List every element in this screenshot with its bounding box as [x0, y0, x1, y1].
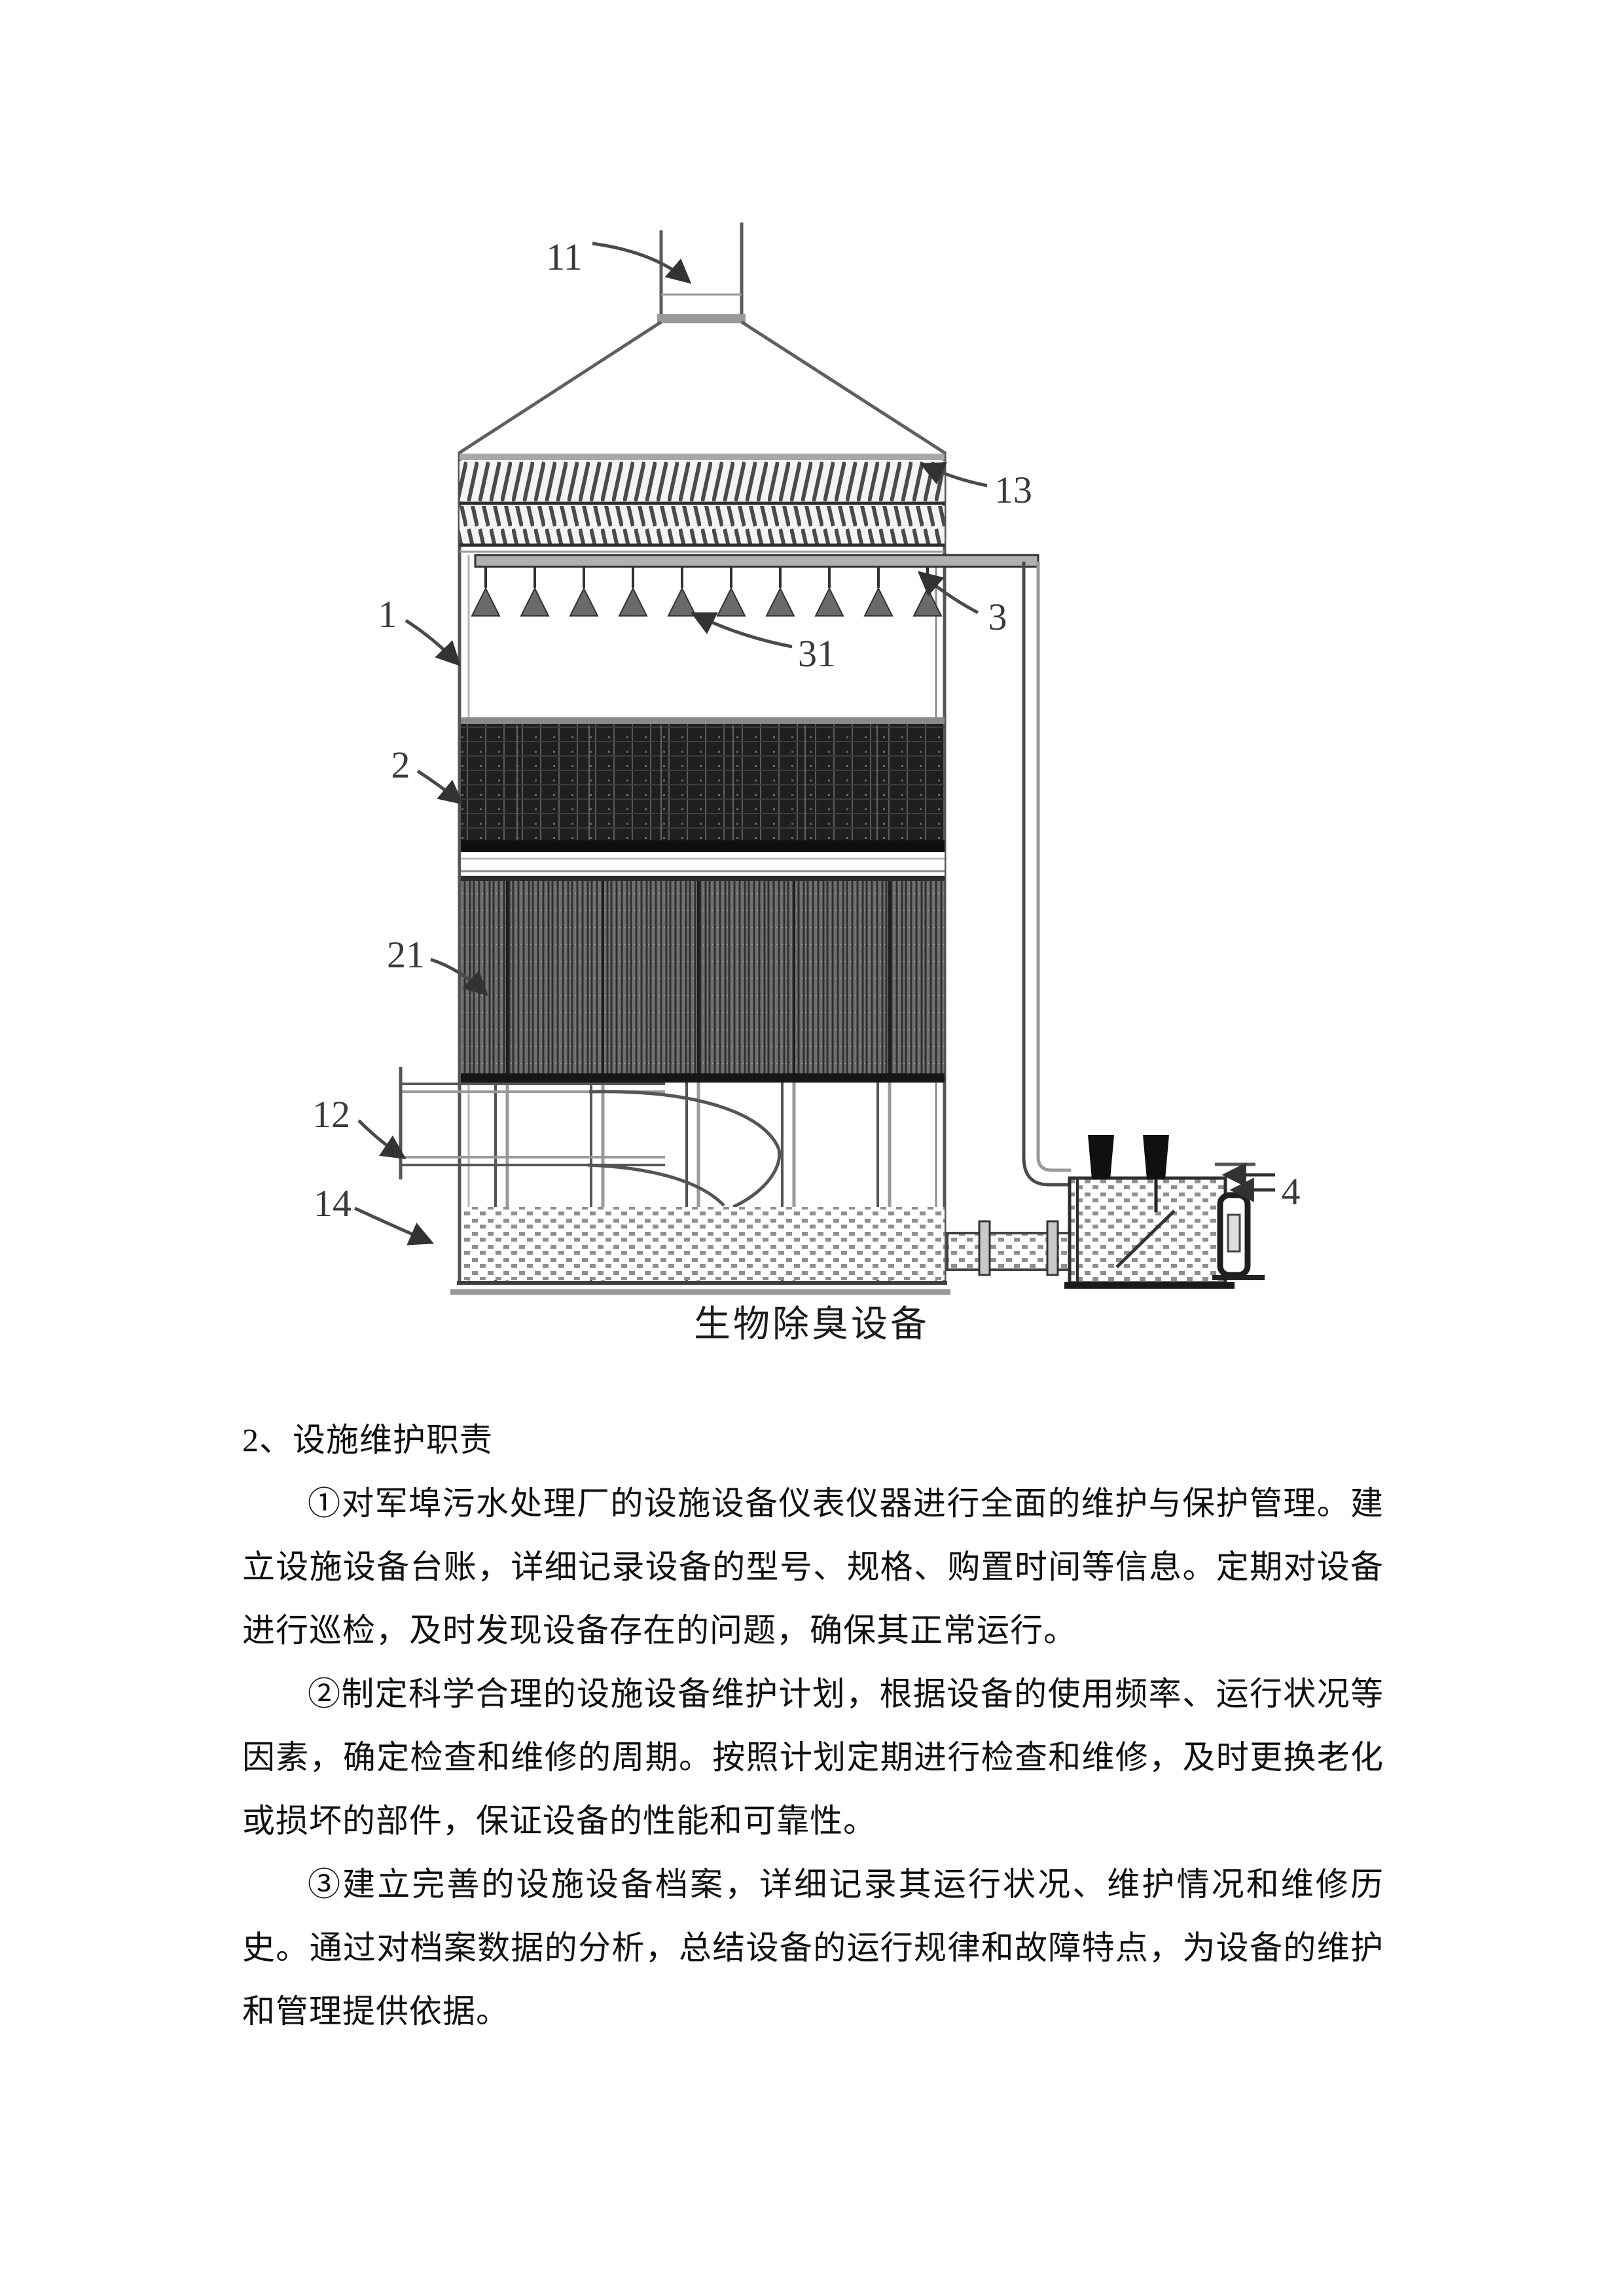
label-1: 1	[378, 593, 397, 636]
tower-hood	[457, 320, 947, 456]
packing-layer-upper	[461, 717, 945, 852]
paragraph-3-line-1: ③建立完善的设施设备档案，详细记录其运行状况、维护情况和维修历	[308, 1866, 1384, 1903]
stack-base-plate	[657, 314, 746, 323]
air-inlet-duct	[399, 1067, 782, 1209]
label-11: 11	[546, 236, 583, 278]
demister-layer	[460, 454, 945, 553]
label-21: 21	[387, 933, 425, 976]
label-12: 12	[312, 1093, 350, 1136]
label-14: 14	[314, 1182, 352, 1225]
pump-left	[1088, 1135, 1114, 1179]
paragraph-2-line-2: 因素，确定检查和维修的周期。按照计划定期进行检查和维修，及时更换老化	[242, 1739, 1384, 1776]
leader-lines	[353, 242, 988, 1246]
paragraph-1-line-1: ①对军埠污水处理厂的设施设备仪表仪器进行全面的维护与保护管理。建	[308, 1485, 1384, 1522]
leader-21	[430, 958, 489, 996]
connecting-channel	[946, 1220, 1071, 1276]
section-heading: 2、设施维护职责	[242, 1422, 493, 1458]
leader-14	[353, 1206, 435, 1246]
leader-3	[917, 571, 979, 615]
liquid-sump	[450, 1207, 950, 1295]
packing-gap	[461, 852, 945, 876]
label-31: 31	[798, 632, 836, 675]
biological-deodorization-diagram: 11 13 3 31 1 2 21 12 14 4 生物除臭设备	[312, 223, 1301, 1345]
leader-2	[416, 769, 464, 805]
paragraph-1-line-3: 进行巡检，及时发现设备存在的问题，确保其正常运行。	[242, 1612, 1077, 1649]
label-2: 2	[391, 744, 410, 786]
circulation-pipe	[1022, 562, 1071, 1187]
body-text: 2、设施维护职责 ①对军埠污水处理厂的设施设备仪表仪器进行全面的维护与保护管理。…	[242, 1408, 1384, 2043]
paragraph-1-line-2: 立设施设备台账，详细记录设备的型号、规格、购置时间等信息。定期对设备	[242, 1549, 1384, 1585]
paragraph-2-line-1: ②制定科学合理的设施设备维护计划，根据设备的使用频率、运行状况等	[308, 1676, 1384, 1712]
leader-31	[690, 612, 793, 649]
circulation-tank	[1064, 1135, 1235, 1289]
paragraph-3-line-3: 和管理提供依据。	[242, 1993, 509, 2030]
label-4: 4	[1282, 1170, 1301, 1213]
leader-11	[592, 242, 692, 284]
figure-caption: 生物除臭设备	[694, 1304, 929, 1345]
packing-layer-lower	[461, 876, 945, 1083]
label-13: 13	[994, 469, 1032, 511]
spray-nozzles	[471, 567, 943, 617]
paragraph-3-line-2: 史。通过对档案数据的分析，总结设备的运行规律和故障特点，为设备的维护	[242, 1929, 1384, 1966]
label-3: 3	[988, 596, 1007, 638]
leader-13	[919, 462, 988, 488]
outlet-fitting	[1212, 1162, 1275, 1280]
pump-right	[1143, 1135, 1169, 1179]
paragraph-2-line-3: 或损坏的部件，保证设备的性能和可靠性。	[242, 1803, 876, 1839]
spray-header-pipe	[474, 554, 1039, 568]
outlet-stack	[657, 223, 746, 323]
leader-12	[357, 1119, 406, 1160]
leader-1	[405, 619, 461, 667]
